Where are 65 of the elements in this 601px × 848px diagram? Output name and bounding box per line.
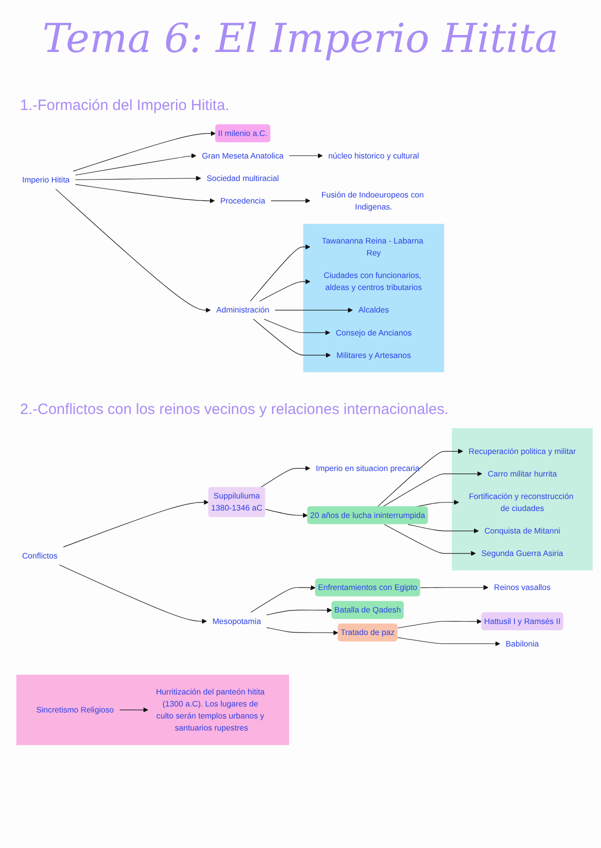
node-text: Conflictos — [22, 550, 58, 560]
arrow — [377, 448, 464, 507]
node-text: Fortificación y reconstrucción de ciudades — [468, 491, 574, 513]
arrow — [259, 279, 310, 302]
node-box: Enfrentamientos con Egipto — [315, 578, 420, 596]
arrow — [398, 618, 482, 628]
arrow — [408, 524, 479, 534]
node-box: 20 años de lucha ininterrumpida — [307, 506, 428, 524]
node-text: Procedencia — [220, 196, 266, 206]
section-heading: 2.-Conflictos con los reinos vecinos y relaciones internacionales. — [20, 401, 449, 418]
arrow — [250, 244, 310, 302]
arrow — [270, 198, 310, 204]
node-text: Tawananna Reina - Labarna Rey — [322, 236, 424, 258]
arrow — [253, 318, 331, 358]
arrow — [63, 500, 209, 548]
node-box: Hattusil I y Ramsés II — [481, 612, 564, 630]
section-heading: 1.-Formación del Imperio Hitita. — [20, 97, 230, 114]
arrow — [382, 471, 482, 507]
arrow — [75, 176, 202, 181]
arrow — [289, 153, 323, 158]
arrow — [266, 627, 338, 636]
arrow — [266, 608, 332, 616]
node-text: Hurritización del panteón hitita (1300 a.C). Los lugares de culto serán templos urbanos y santuarios rupestres — [156, 686, 265, 732]
arrow — [384, 524, 476, 556]
arrow — [119, 707, 148, 712]
arrow — [260, 466, 310, 488]
node-text: Alcaldes — [358, 305, 389, 314]
node-text: Gran Meseta Anatolica — [202, 150, 284, 160]
node-text: Reinos vasallos — [494, 582, 551, 592]
arrow — [250, 585, 316, 613]
node-text: Conquista de Mitanni — [484, 526, 560, 536]
node-text: Consejo de Ancianos — [336, 328, 412, 337]
node-text: Sociedad multiracial — [206, 173, 279, 183]
node-text: núcleo historico y cultural — [328, 150, 420, 160]
title: Tema 6: El Imperio Hitita — [42, 16, 559, 62]
cluster — [303, 224, 444, 372]
arrow — [264, 318, 330, 336]
cluster — [452, 428, 593, 570]
node-text: Recuperación politica y militar — [468, 446, 576, 456]
node-text: Militares y Artesanos — [336, 350, 411, 360]
node-text: Fusión de Indoeuropeos con Indigenas. — [321, 190, 424, 212]
node-text: Imperio en situacion precaria — [316, 463, 420, 473]
node-box: Suppiluliuma 1380-1346 aC — [208, 487, 266, 518]
arrow — [420, 584, 488, 590]
node-text: Sincretismo Religioso — [36, 705, 114, 714]
arrow — [75, 153, 196, 176]
node-text: Babilonia — [506, 638, 539, 648]
arrow — [398, 637, 500, 646]
node-box: II milenio a.C. — [215, 124, 270, 142]
node-text: Administración — [216, 305, 270, 314]
arrow — [59, 564, 207, 624]
cluster — [16, 674, 290, 746]
arrow — [75, 184, 215, 204]
node-box: Tratado de paz — [338, 624, 398, 642]
arrow — [55, 188, 211, 313]
arrow — [274, 308, 353, 313]
arrow — [72, 130, 216, 172]
node-text: Mesopotamia — [212, 616, 261, 626]
node-text: Carro militar hurrita — [488, 468, 557, 478]
arrow — [416, 500, 460, 507]
node-text: Segunda Guerra Asiria — [481, 548, 564, 558]
node-text: Imperio Hitita — [22, 175, 70, 184]
node-box: Batalla de Qadesh — [331, 601, 404, 619]
arrow — [265, 509, 308, 518]
node-text: Ciudades con funcionarios, aldeas y centros tributarios — [324, 270, 422, 292]
